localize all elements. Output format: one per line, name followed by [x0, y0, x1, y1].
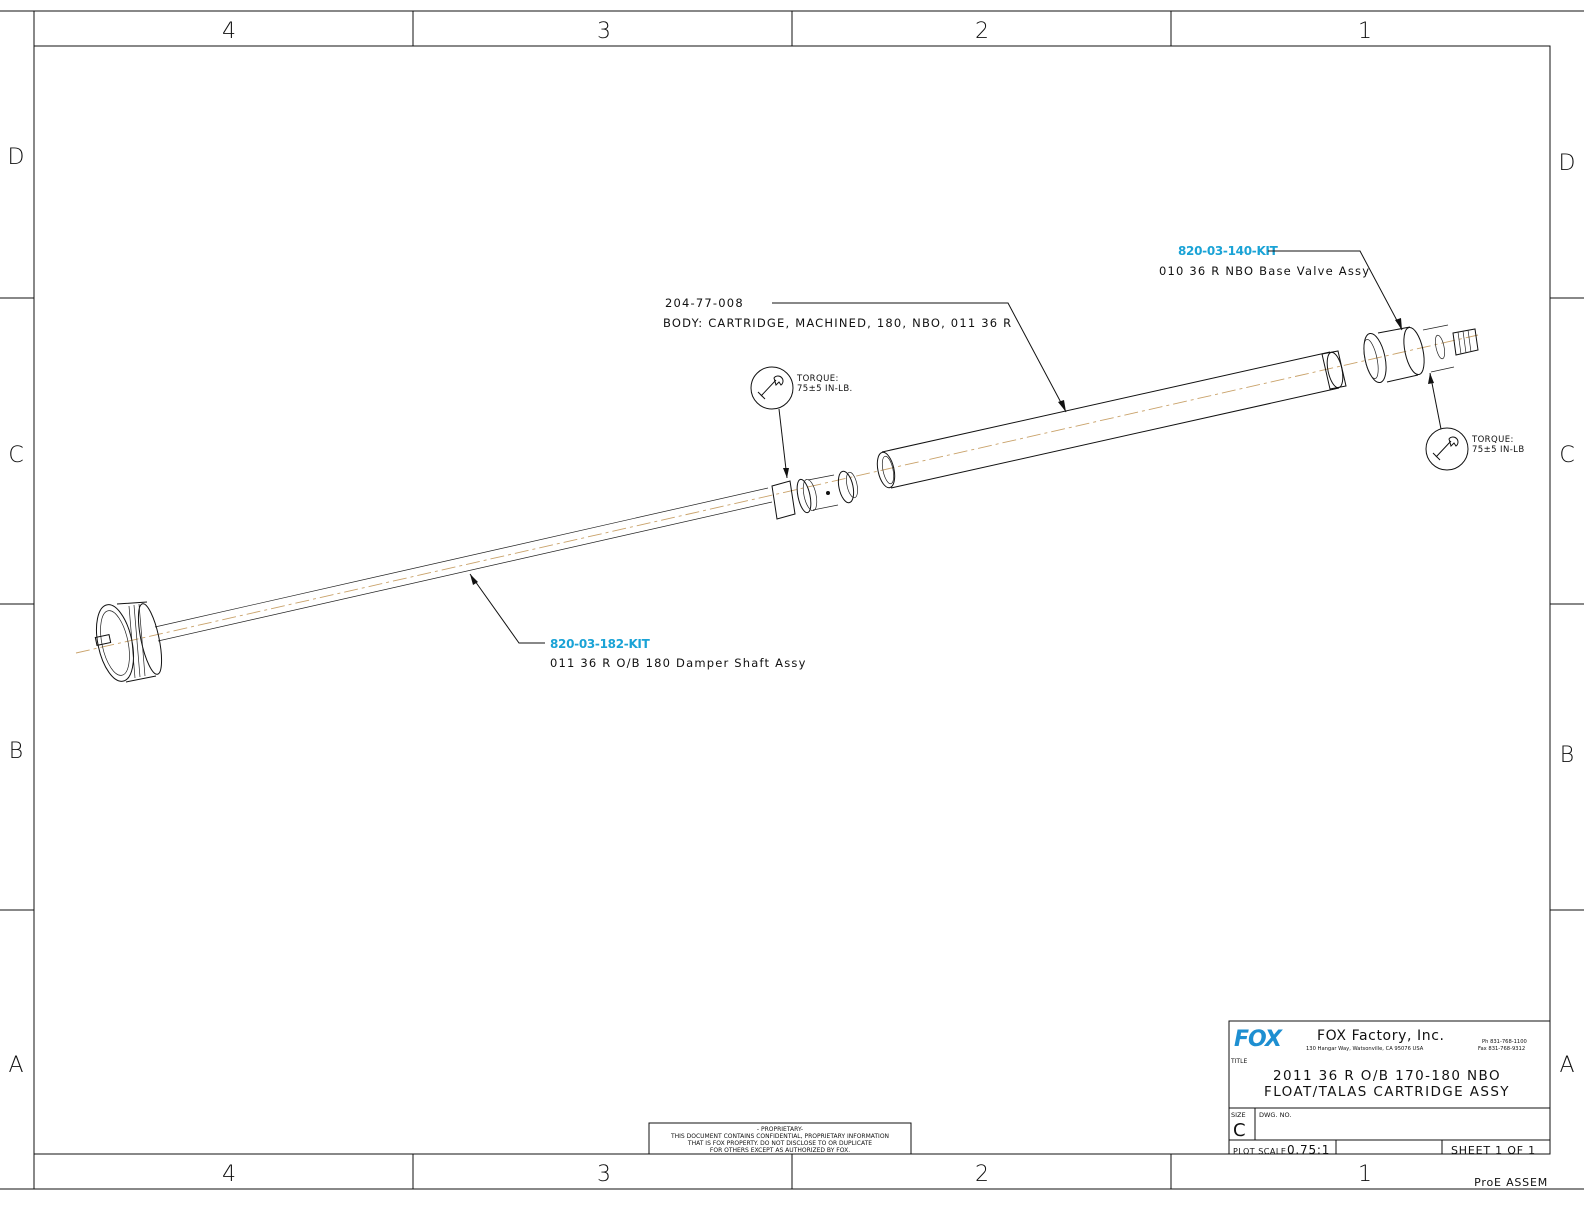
- title-block: FOX FOX Factory, Inc. 130 Hangar Way, Wa…: [1228, 1020, 1551, 1189]
- callout-body: 204-77-008 BODY: CARTRIDGE, MACHINED, 18…: [663, 296, 1067, 413]
- zone-col-4-top: 4: [222, 19, 236, 44]
- torque-left-heading: TORQUE:: [796, 374, 839, 384]
- company-address: 130 Hangar Way, Watsonville, CA 95076 US…: [1306, 1046, 1424, 1052]
- zone-col-3-top: 3: [597, 19, 611, 44]
- callout-base-valve: 820-03-140-KIT 010 36 R NBO Base Valve A…: [1159, 244, 1403, 331]
- proprietary-line-1: - PROPRIETARY-: [757, 1126, 803, 1133]
- base-valve-part-number: 820-03-140-KIT: [1178, 244, 1279, 258]
- size-value: C: [1233, 1120, 1246, 1141]
- company-fax: Fax 831-768-9312: [1478, 1046, 1525, 1052]
- zone-col-1-top: 1: [1358, 19, 1372, 44]
- proprietary-line-4: FOR OTHERS EXCEPT AS AUTHORIZED BY FOX.: [710, 1147, 850, 1154]
- torque-wrench-icon: [750, 366, 794, 410]
- base-valve-description: 010 36 R NBO Base Valve Assy: [1159, 264, 1370, 278]
- zone-row-b-right: B: [1560, 743, 1574, 768]
- zone-row-d-right: D: [1559, 151, 1576, 176]
- proprietary-notice: - PROPRIETARY- THIS DOCUMENT CONTAINS CO…: [648, 1122, 912, 1155]
- zone-row-a-right: A: [1559, 1053, 1574, 1078]
- proprietary-line-2: THIS DOCUMENT CONTAINS CONFIDENTIAL, PRO…: [670, 1133, 889, 1140]
- body-description: BODY: CARTRIDGE, MACHINED, 180, NBO, 011…: [663, 316, 1012, 330]
- zone-row-d-left: D: [8, 145, 25, 170]
- source-model-type: ProE ASSEM: [1474, 1176, 1548, 1189]
- callout-torque-right: TORQUE: 75±5 IN-LB: [1425, 372, 1525, 471]
- column-zone-labels: 4 3 2 1 4 3 2 1: [222, 19, 1372, 1187]
- callout-damper-shaft: 820-03-182-KIT 011 36 R O/B 180 Damper S…: [469, 573, 807, 670]
- body-part-number: 204-77-008: [665, 296, 744, 310]
- damper-shaft-part-number: 820-03-182-KIT: [550, 637, 651, 651]
- sheet-frame: [0, 10, 1584, 1190]
- zone-row-b-left: B: [9, 739, 23, 764]
- row-zone-labels: D C B A D C B A: [8, 145, 1576, 1078]
- torque-right-heading: TORQUE:: [1471, 435, 1514, 445]
- size-label: SIZE: [1231, 1111, 1246, 1119]
- base-valve-assembly: [1363, 324, 1479, 384]
- proprietary-line-3: THAT IS FOX PROPERTY. DO NOT DISCLOSE TO…: [687, 1140, 872, 1147]
- damper-shaft-description: 011 36 R O/B 180 Damper Shaft Assy: [550, 656, 807, 670]
- zone-col-3-bottom: 3: [597, 1162, 611, 1187]
- company-phone: Ph 831-768-1100: [1482, 1039, 1527, 1045]
- callout-torque-left: TORQUE: 75±5 IN-LB.: [750, 366, 853, 479]
- zone-row-c-left: C: [8, 443, 23, 468]
- zone-col-2-bottom: 2: [975, 1162, 989, 1187]
- title-label: TITLE: [1230, 1058, 1247, 1065]
- dwg-no-label: DWG. NO.: [1259, 1111, 1291, 1119]
- plot-scale-value: 0.75:1: [1287, 1143, 1330, 1157]
- fox-logo: FOX: [1234, 1027, 1283, 1052]
- zone-row-c-right: C: [1559, 443, 1574, 468]
- zone-col-2-top: 2: [975, 19, 989, 44]
- torque-right-value: 75±5 IN-LB: [1472, 445, 1525, 455]
- torque-wrench-icon-right: [1425, 427, 1469, 471]
- company-name: FOX Factory, Inc.: [1317, 1028, 1445, 1044]
- zone-col-1-bottom: 1: [1358, 1162, 1372, 1187]
- sheet-count: SHEET 1 OF 1: [1451, 1144, 1536, 1157]
- drawing-title-line-1: 2011 36 R O/B 170-180 NBO: [1273, 1068, 1501, 1084]
- drawing-title-line-2: FLOAT/TALAS CARTRIDGE ASSY: [1264, 1084, 1510, 1100]
- damper-shaft-assembly: [75, 334, 1479, 683]
- zone-row-a-left: A: [8, 1053, 23, 1078]
- torque-left-value: 75±5 IN-LB.: [797, 384, 853, 394]
- cartridge-body-tube: [876, 350, 1347, 489]
- plot-scale-label: PLOT SCALE: [1233, 1147, 1286, 1156]
- zone-col-4-bottom: 4: [222, 1162, 236, 1187]
